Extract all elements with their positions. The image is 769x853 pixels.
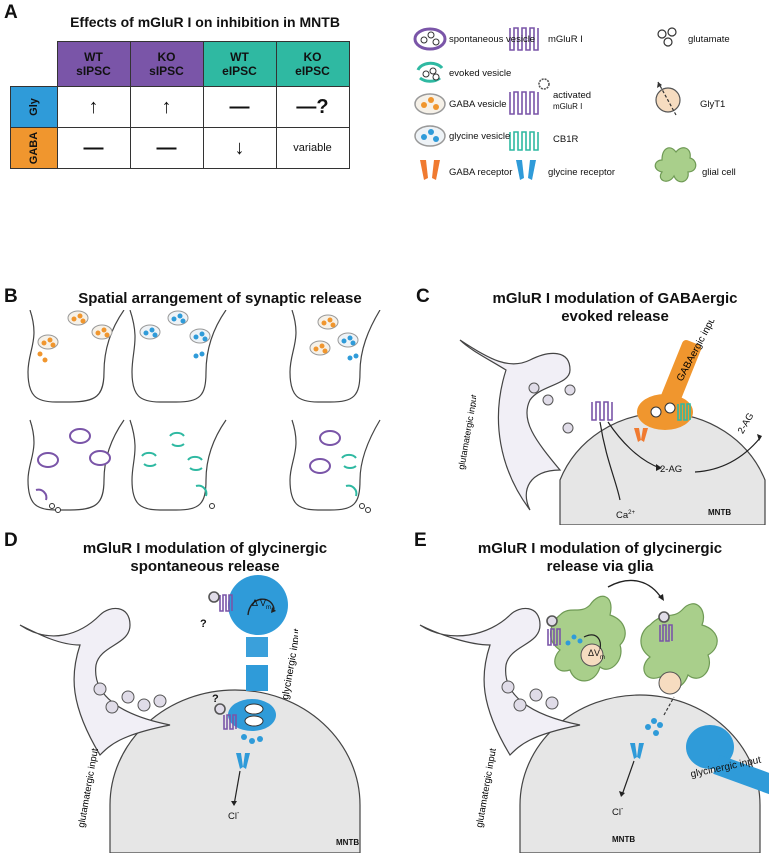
glycinergic-terminal bbox=[686, 725, 769, 795]
mglur-receptor-icon bbox=[208, 591, 237, 730]
glutamatergic-terminal bbox=[19, 607, 171, 756]
panel-d-glycinergic-input: glycinergic input bbox=[280, 628, 298, 701]
panel-b-title: Spatial arrangement of synaptic release bbox=[78, 290, 362, 307]
table-cell: — bbox=[129, 127, 204, 169]
glutamate-icon bbox=[657, 27, 677, 47]
mglur-receptor-icon bbox=[591, 401, 613, 421]
row-header-gaba: GABA bbox=[10, 127, 58, 169]
evoked-vesicle-icon bbox=[416, 61, 444, 83]
gaba-receptor-icon bbox=[420, 160, 440, 180]
panel-d-mntb: MNTB bbox=[336, 838, 360, 847]
panel-d-cl: Cl- bbox=[228, 810, 240, 823]
mixed-terminal-spontaneous bbox=[289, 310, 381, 403]
panel-e-dvm: ΔVm bbox=[588, 648, 606, 661]
glycine-receptor-icon bbox=[516, 160, 536, 180]
glial-cell-icon bbox=[654, 147, 697, 183]
table-cell: —? bbox=[275, 86, 350, 128]
glycine-terminal-spontaneous bbox=[129, 310, 227, 403]
panel-d-glut-label: glutamatergic input bbox=[76, 747, 100, 828]
panel-label-d: D bbox=[4, 530, 18, 551]
legend-spontaneous-vesicle: spontaneous vesicle bbox=[449, 34, 536, 45]
panel-c-gabaergic-input: GABAergic input bbox=[675, 320, 720, 383]
gaba-vesicle-icon bbox=[414, 93, 446, 115]
legend-glial-cell: glial cell bbox=[702, 167, 736, 178]
panel-e-diagram bbox=[419, 579, 769, 853]
panel-d-dvm: Δ Vm bbox=[252, 598, 272, 611]
legend-gaba-receptor: GABA receptor bbox=[449, 167, 513, 178]
row-header-gly: Gly bbox=[10, 86, 58, 128]
panel-b-diagram bbox=[27, 310, 381, 513]
panel-d-glutamatergic-input: glutamatergic input bbox=[76, 747, 100, 828]
glyt1-icon bbox=[655, 81, 681, 116]
panel-c-title-line2: evoked release bbox=[561, 308, 669, 325]
legend-gaba-vesicle: GABA vesicle bbox=[449, 99, 507, 110]
glycine-receptor-icon bbox=[630, 743, 644, 759]
panel-c-gaba-label: GABAergic input bbox=[675, 320, 720, 383]
table-cell: — bbox=[202, 86, 277, 128]
glycine-receptor-icon bbox=[236, 753, 250, 769]
panel-d-title-line1: mGluR I modulation of glycinergic bbox=[82, 540, 328, 557]
table-cell: variable bbox=[275, 127, 350, 169]
panel-e-mntb: MNTB bbox=[612, 835, 636, 844]
panel-label-e: E bbox=[414, 530, 427, 551]
panel-e-cl: Cl- bbox=[612, 806, 624, 819]
table-cell: ↓ bbox=[202, 127, 277, 169]
panel-a-title: Effects of mGluR I on inhibition in MNTB bbox=[70, 14, 340, 30]
cb1r-icon bbox=[509, 131, 539, 151]
panel-d-diagram bbox=[19, 575, 361, 853]
panel-c-mntb: MNTB bbox=[708, 508, 732, 517]
table-cell: ↑ bbox=[56, 86, 131, 128]
glycinergic-terminal bbox=[228, 575, 288, 744]
legend-activated-line2: mGluR I bbox=[553, 102, 583, 111]
legend-icons bbox=[413, 27, 697, 183]
table-cell: ↑ bbox=[129, 86, 204, 128]
mixed-terminal-evoked bbox=[289, 419, 381, 513]
panel-c-glutamatergic-input: glutamatergic input bbox=[456, 393, 476, 470]
panel-c-2ag-1: 2-AG bbox=[660, 464, 683, 475]
legend-glycine-receptor: glycine receptor bbox=[548, 167, 616, 178]
legend-mglur: mGluR I bbox=[548, 34, 583, 45]
table-cell: — bbox=[56, 127, 131, 169]
panel-e-title-line2: release via glia bbox=[546, 558, 654, 575]
panel-c-glut-label: glutamatergic input bbox=[456, 393, 476, 470]
legend-cb1r: CB1R bbox=[553, 134, 579, 145]
panel-c-diagram bbox=[459, 339, 766, 525]
gaba-terminal-spontaneous bbox=[27, 310, 125, 403]
panel-label-a: A bbox=[4, 2, 18, 23]
spontaneous-vesicle-icon bbox=[413, 27, 447, 51]
mglur-icon bbox=[509, 27, 539, 51]
panel-label-c: C bbox=[416, 286, 430, 307]
glycine-terminal-evoked bbox=[129, 419, 227, 511]
panel-label-b: B bbox=[4, 286, 18, 307]
mglur-receptor-icon bbox=[546, 611, 673, 646]
panel-c-ca: Ca2+ bbox=[616, 510, 635, 522]
legend-glycine-vesicle: glycine vesicle bbox=[449, 131, 511, 142]
panel-d-q2: ? bbox=[212, 693, 219, 705]
legend-glyt1: GlyT1 bbox=[700, 99, 726, 110]
legend-glutamate: glutamate bbox=[688, 34, 730, 45]
panel-d-title-line2: spontaneous release bbox=[130, 558, 280, 575]
panel-c-title-line1: mGluR I modulation of GABAergic bbox=[492, 290, 738, 307]
gaba-receptor-icon bbox=[634, 428, 648, 442]
panel-d-q1: ? bbox=[200, 618, 207, 630]
glial-cell-icon bbox=[550, 595, 626, 682]
panel-e-title-line1: mGluR I modulation of glycinergic bbox=[477, 540, 723, 557]
glycine-vesicle-icon bbox=[414, 125, 446, 147]
panel-e-glut-label: glutamatergic input bbox=[474, 747, 498, 828]
legend-activated-line1: activated bbox=[553, 90, 592, 101]
gabaergic-terminal bbox=[637, 340, 702, 430]
glial-cell-icon bbox=[640, 603, 718, 695]
panel-e-glutamatergic-input: glutamatergic input bbox=[474, 747, 498, 828]
glutamatergic-terminal bbox=[459, 339, 571, 511]
legend-evoked-vesicle: evoked vesicle bbox=[449, 68, 512, 79]
mntb-cell bbox=[109, 689, 361, 853]
panel-d-gly-label: glycinergic input bbox=[280, 628, 298, 701]
activated-mglur-icon bbox=[509, 78, 550, 115]
gaba-terminal-evoked bbox=[27, 419, 125, 513]
